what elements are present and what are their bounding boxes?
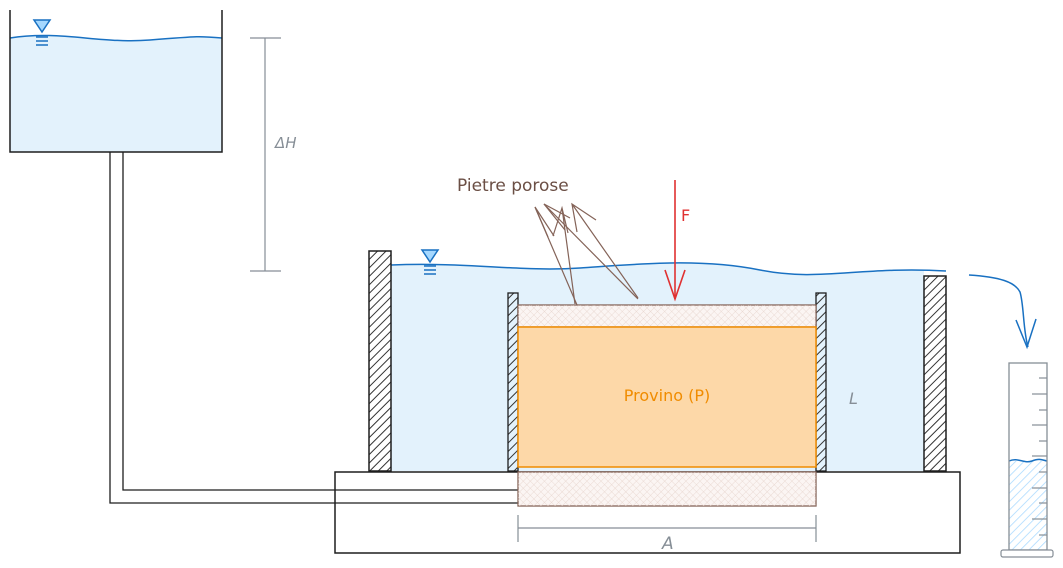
force-arrow xyxy=(664,180,686,302)
porous-stones-arrows xyxy=(534,203,639,306)
force-label: F xyxy=(681,206,690,225)
cylinder-water-surface xyxy=(1008,458,1048,463)
area-dimension xyxy=(517,515,817,542)
length-label: L xyxy=(849,389,858,408)
water-level-icon xyxy=(420,249,440,275)
specimen xyxy=(517,326,817,468)
head-difference-dimension xyxy=(250,37,281,272)
cell-water-surface xyxy=(390,262,947,276)
head-difference-label: ΔH xyxy=(274,134,297,152)
specimen-label: Provino (P) xyxy=(624,386,710,405)
outer-wall-left xyxy=(368,250,392,472)
outer-wall-right xyxy=(923,275,947,472)
porous-stones-label: Pietre porose xyxy=(457,176,569,196)
water-level-icon xyxy=(32,19,52,46)
graduated-cylinder xyxy=(1000,362,1054,558)
area-label: A xyxy=(661,534,674,554)
ring-wall-left xyxy=(507,292,519,472)
upper-water-surface xyxy=(9,34,223,42)
upper-reservoir xyxy=(9,10,223,153)
ring-wall-right xyxy=(815,292,827,472)
outflow-arrow xyxy=(968,274,1037,350)
